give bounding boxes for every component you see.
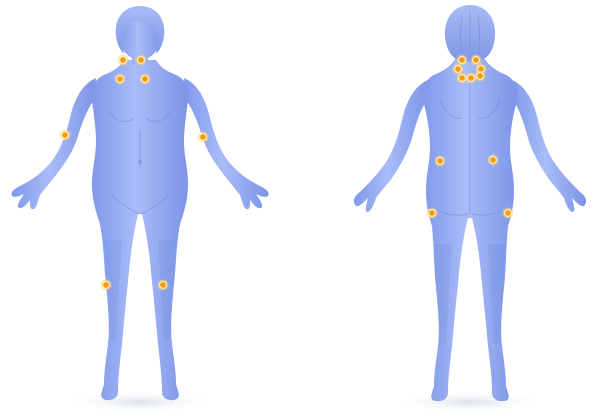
tender-point-front-knee-left: [101, 280, 112, 291]
tender-point-front-clavicle-left: [115, 74, 126, 85]
tender-point-front-knee-right: [158, 280, 169, 291]
tender-point-front-neck-left: [118, 55, 129, 66]
front-floor-shadow: [62, 391, 218, 413]
tender-point-back-hip-left: [427, 208, 438, 219]
tender-point-front-clavicle-right: [140, 74, 151, 85]
back-floor-shadow: [392, 391, 548, 413]
tender-point-front-neck-right: [136, 55, 147, 66]
tender-point-back-gluteal-left: [435, 156, 446, 167]
tender-point-back-trapezius-right: [475, 71, 486, 82]
front-left-arm: [11, 78, 96, 209]
tender-point-back-gluteal-right: [488, 155, 499, 166]
front-figure: [11, 6, 268, 413]
back-figure: [354, 5, 586, 413]
tender-point-front-elbow-left: [60, 130, 71, 141]
tender-point-back-hip-right: [503, 208, 514, 219]
front-torso: [92, 60, 189, 400]
front-navel: [138, 160, 141, 164]
back-left-arm: [354, 80, 428, 212]
tender-point-front-elbow-right: [198, 132, 209, 143]
back-right-arm: [512, 80, 586, 212]
front-right-arm: [184, 78, 269, 209]
